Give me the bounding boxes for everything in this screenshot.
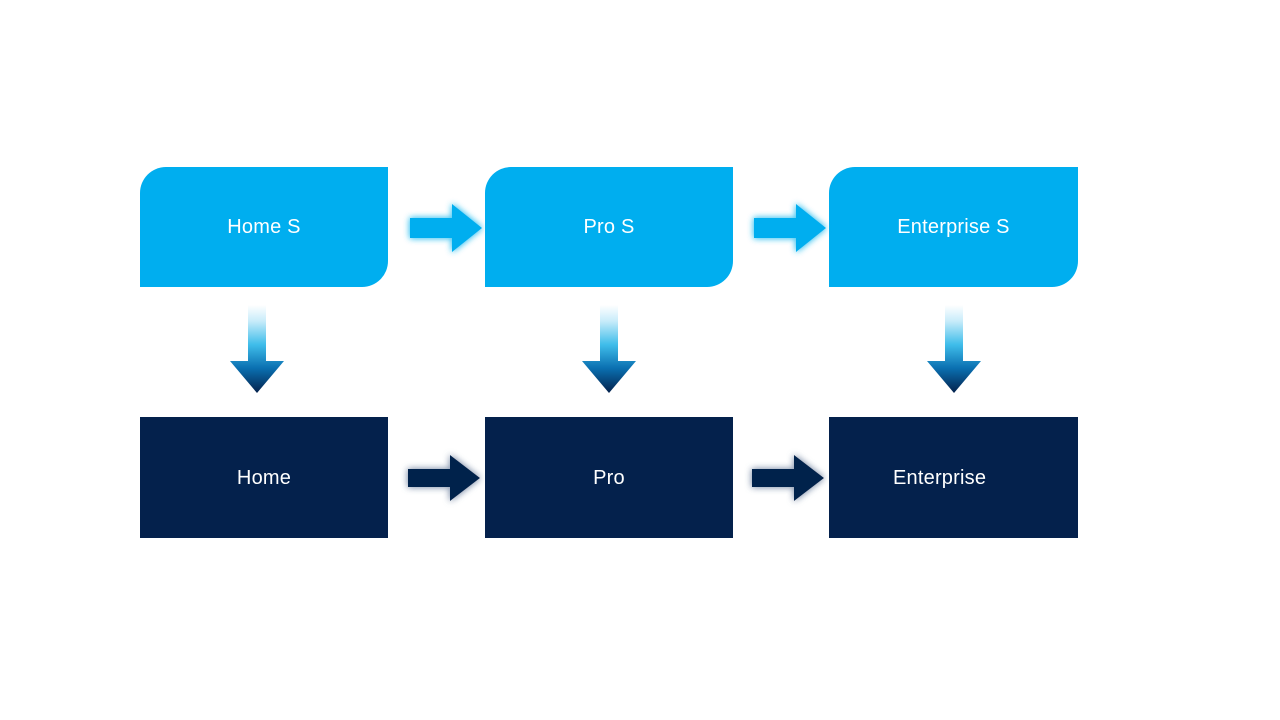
- arrow-pro-s-to-enterprise-s: [750, 200, 830, 256]
- node-enterprise-s[interactable]: Enterprise S: [829, 167, 1078, 287]
- down-arrow-icon: [582, 305, 636, 393]
- right-arrow-icon: [752, 455, 824, 501]
- node-pro-s-label: Pro S: [583, 216, 635, 238]
- arrow-home-to-pro: [402, 450, 486, 506]
- arrow-home-s-to-home: [226, 303, 288, 395]
- node-enterprise-s-label: Enterprise S: [897, 216, 1010, 238]
- node-pro-s[interactable]: Pro S: [485, 167, 733, 287]
- right-arrow-icon: [410, 204, 482, 252]
- right-arrow-icon: [408, 455, 480, 501]
- node-home-label: Home: [236, 466, 292, 489]
- node-home[interactable]: Home: [140, 417, 388, 538]
- node-home-s-label: Home S: [227, 216, 301, 238]
- node-enterprise[interactable]: Enterprise: [829, 417, 1078, 538]
- down-arrow-icon: [230, 305, 284, 393]
- arrow-home-s-to-pro-s: [406, 200, 486, 256]
- arrow-enterprise-s-to-enterprise: [923, 303, 985, 395]
- node-enterprise-label: Enterprise: [893, 466, 987, 489]
- arrow-pro-s-to-pro: [578, 303, 640, 395]
- arrow-pro-to-enterprise: [746, 450, 830, 506]
- node-home-s[interactable]: Home S: [140, 167, 388, 287]
- node-pro-label: Pro: [593, 466, 625, 489]
- node-pro[interactable]: Pro: [485, 417, 733, 538]
- right-arrow-icon: [754, 204, 826, 252]
- down-arrow-icon: [927, 305, 981, 393]
